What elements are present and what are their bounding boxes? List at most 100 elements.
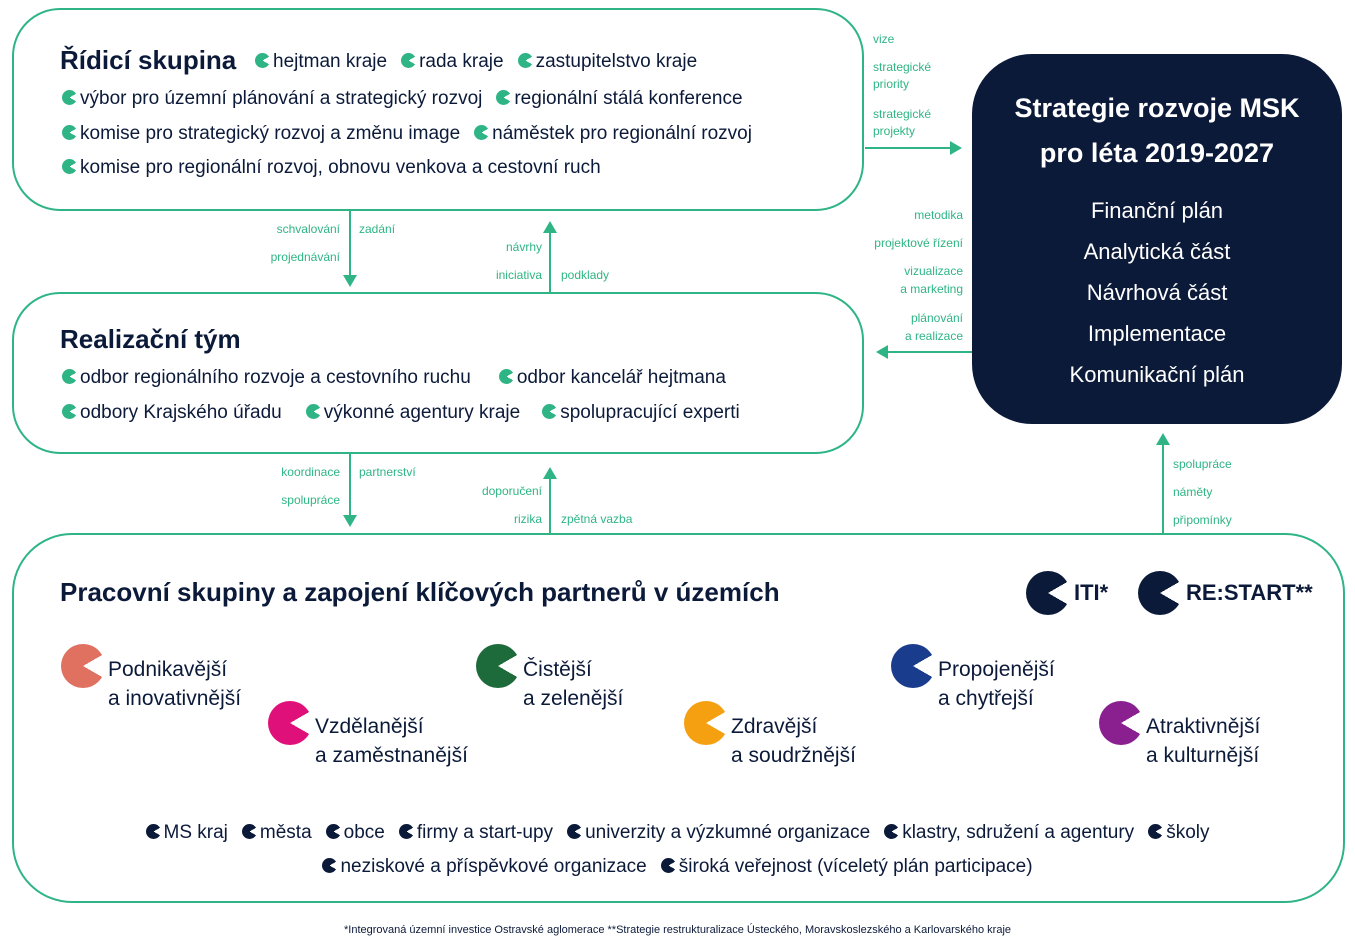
flow-label: spolupráce <box>281 493 340 507</box>
goal-pacman-icon <box>61 644 105 688</box>
flow-label: plánování <box>910 311 963 325</box>
flow-label: náměty <box>1173 485 1213 499</box>
arrow-up-icon <box>543 467 557 479</box>
ridici-item: komise pro strategický rozvoj a změnu im… <box>62 123 460 145</box>
realizacni-item: odbor kancelář hejtmana <box>498 367 726 389</box>
pracovni-skupiny-title: Pracovní skupiny a zapojení klíčových pa… <box>60 577 780 607</box>
ridici-skupina-title: Řídicí skupina <box>60 45 237 75</box>
msk-list-item: Analytická část <box>1083 239 1231 264</box>
realizacni-item: odbory Krajského úřadu <box>62 402 282 424</box>
arrow-line <box>1162 444 1164 533</box>
partner-item: obce <box>325 822 385 844</box>
goal-pacman-icon <box>268 701 312 745</box>
ridici-item: rada kraje <box>401 51 504 73</box>
flow-label: partnerství <box>359 465 416 479</box>
strategie-msk-title: Strategie rozvoje MSK pro léta 2019-2027 <box>1014 93 1300 168</box>
realizacni-row-1: odbor regionálního rozvoje a cestovního … <box>62 367 740 389</box>
msk-list-item: Návrhová část <box>1086 280 1228 305</box>
pacman-bullet-icon <box>517 53 533 68</box>
pacman-bullet-icon <box>62 369 77 384</box>
footnote: *Integrovaná územní investice Ostravské … <box>343 924 1012 936</box>
arrow-line <box>549 232 551 292</box>
iti-logo-icon <box>1026 571 1070 615</box>
flow-label: zpětná vazba <box>561 512 633 526</box>
arrow-right-icon <box>950 141 962 155</box>
partner-item: firmy a start-upy <box>398 822 553 844</box>
arrow-line <box>888 351 972 353</box>
ridici-row-3: komise pro strategický rozvoj a změnu im… <box>62 123 766 145</box>
flow-label: rizika <box>513 512 542 526</box>
pacman-bullet-icon <box>660 858 676 873</box>
realizacni-tym-box <box>12 292 864 454</box>
arrow-left-icon <box>876 345 888 359</box>
partner-item: města <box>241 822 312 844</box>
pacman-bullet-icon <box>567 824 583 839</box>
goal-pacman-icon <box>891 644 935 688</box>
ridici-item: hejtman kraje <box>255 51 387 73</box>
ridici-item: komise pro regionální rozvoj, obnovu ven… <box>62 157 601 179</box>
partner-item: MS kraj <box>145 822 228 844</box>
flow-label: projednávání <box>270 250 340 264</box>
pacman-bullet-icon <box>145 824 161 839</box>
goal-pacman-icon <box>1099 701 1143 745</box>
pacman-bullet-icon <box>62 159 77 174</box>
ridici-item: náměstek pro regionální rozvoj <box>474 123 752 145</box>
arrow-up-icon <box>543 221 557 233</box>
ridici-item: výbor pro územní plánování a strategický… <box>62 88 482 110</box>
pacman-bullet-icon <box>398 824 414 839</box>
flow-label: strategické <box>873 60 932 74</box>
restart-logo-text: RE:START** <box>1186 580 1313 605</box>
flow-label: priority <box>873 77 910 91</box>
flow-label: podklady <box>561 268 610 282</box>
flow-label: návrhy <box>505 240 542 254</box>
partner-item: univerzity a výzkumné organizace <box>567 822 870 844</box>
pacman-bullet-icon <box>62 90 77 105</box>
flow-label: vize <box>873 32 895 46</box>
ridici-skupina-box <box>12 8 864 211</box>
pacman-bullet-icon <box>241 824 257 839</box>
arrow-line <box>865 147 951 149</box>
partner-item: klastry, sdružení a agentury <box>884 822 1134 844</box>
flow-label: projekty <box>873 124 916 138</box>
msk-list-item: Komunikační plán <box>1069 362 1245 387</box>
strategie-msk-box: Strategie rozvoje MSK pro léta 2019-2027… <box>972 54 1342 424</box>
flow-label: vizualizace <box>904 264 963 278</box>
flow-label: zadání <box>359 222 396 236</box>
partners-row-2: neziskové a příspěvkové organizace široká… <box>0 856 1355 878</box>
arrow-down-icon <box>343 275 357 287</box>
flow-label: metodika <box>914 208 963 222</box>
flow-label: připomínky <box>1173 513 1232 527</box>
pacman-bullet-icon <box>498 369 514 384</box>
ridici-row-4: komise pro regionální rozvoj, obnovu ven… <box>62 157 615 179</box>
pacman-bullet-icon <box>255 53 270 68</box>
pacman-bullet-icon <box>401 53 417 68</box>
pacman-bullet-icon <box>62 404 77 419</box>
flow-label: spolupráce <box>1173 457 1232 471</box>
pacman-bullet-icon <box>1148 824 1164 839</box>
pacman-bullet-icon <box>884 824 900 839</box>
pacman-bullet-icon <box>305 404 321 419</box>
realizacni-tym-title: Realizační tým <box>60 324 241 354</box>
partner-item: široká veřejnost (víceletý plán particip… <box>660 856 1033 878</box>
partner-item: neziskové a příspěvkové organizace <box>322 856 647 878</box>
partners-row-1: MS kraj města obce firmy a start-upy univerz… <box>0 822 1355 844</box>
pacman-bullet-icon <box>496 90 512 105</box>
realizacni-item: odbor regionálního rozvoje a cestovního … <box>62 367 471 389</box>
flow-label: projektové řízení <box>874 236 963 250</box>
flow-label: doporučení <box>481 484 542 498</box>
arrow-down-icon <box>343 515 357 527</box>
msk-list-item: Finanční plán <box>1090 198 1224 223</box>
flow-label: strategické <box>873 107 932 121</box>
restart-logo-icon <box>1138 571 1182 615</box>
flow-label: schvalování <box>276 222 340 236</box>
pacman-bullet-icon <box>322 858 338 873</box>
flow-label: a marketing <box>900 282 963 296</box>
goal-pacman-icon <box>476 644 520 688</box>
